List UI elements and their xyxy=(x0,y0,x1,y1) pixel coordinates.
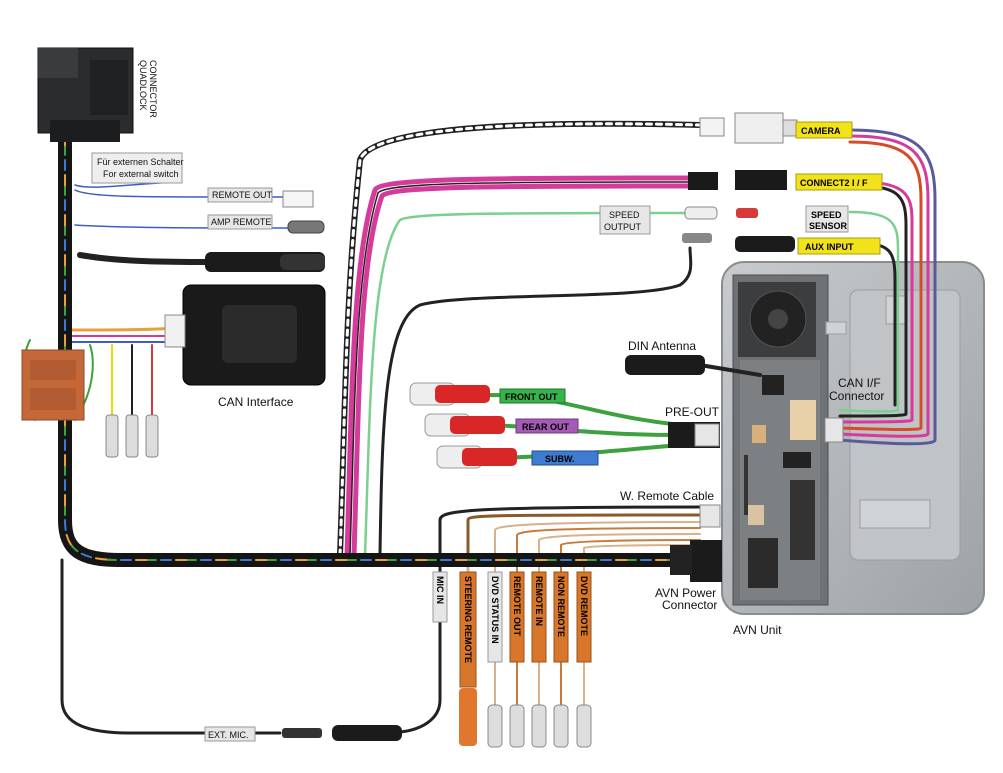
ext-mic-tag: EXT. MIC. xyxy=(208,730,249,740)
quadlock-label-line1: QUADLOCK xyxy=(138,60,148,111)
rca-front: FRONT OUT xyxy=(409,382,566,406)
aux-input-connector: AUX INPUT xyxy=(682,233,881,255)
bottom-pins xyxy=(459,688,592,748)
svg-text:SPEED: SPEED xyxy=(811,210,842,220)
connect2-connector: CONNECT2 I / F xyxy=(688,170,883,191)
svg-text:AVN Power: AVN Power xyxy=(655,586,716,600)
quadlock-connector: QUADLOCK CONNECTOR xyxy=(37,47,158,142)
steering-remote-tag: STEERING REMOTE xyxy=(463,576,473,663)
camera-tag: CAMERA xyxy=(801,126,841,136)
black-connector-inline xyxy=(205,252,325,272)
svg-text:REMOTE OUT: REMOTE OUT xyxy=(212,190,273,200)
w-remote-label: W. Remote Cable xyxy=(620,489,714,503)
svg-text:OUTPUT: OUTPUT xyxy=(604,222,642,232)
svg-text:SPEED: SPEED xyxy=(609,210,640,220)
din-antenna-label: DIN Antenna xyxy=(628,339,696,353)
w-remote-connector: W. Remote Cable xyxy=(620,489,721,528)
dvd-remote-tag: DVD REMOTE xyxy=(579,576,589,636)
can-interface-box: CAN Interface xyxy=(164,284,326,409)
connect2-tag: CONNECT2 I / F xyxy=(800,178,868,188)
mic-in-tag: MIC IN xyxy=(435,576,445,604)
remote-out-vtag: REMOTE OUT xyxy=(512,576,522,637)
iso-connector xyxy=(21,349,85,421)
svg-text:AMP REMOTE: AMP REMOTE xyxy=(211,217,271,227)
can-interface-label: CAN Interface xyxy=(218,395,294,409)
subw-tag: SUBW. xyxy=(545,454,575,464)
front-out-tag: FRONT OUT xyxy=(505,392,558,402)
dvd-status-in-tag: DVD STATUS IN xyxy=(490,576,500,644)
speed-output-connector: SPEED OUTPUT xyxy=(599,205,758,235)
svg-text:QUADLOCK CONNECTOR: QUADLOCK CONNECTOR xyxy=(138,60,158,118)
avn-unit-label: AVN Unit xyxy=(733,623,782,637)
can-if-connector: CAN I/F Connector xyxy=(824,376,884,443)
switch-label-en: For external switch xyxy=(103,169,179,179)
svg-text:Connector: Connector xyxy=(662,598,717,612)
ext-mic: EXT. MIC. xyxy=(204,725,402,742)
amp-remote-tag: AMP REMOTE xyxy=(207,214,325,234)
quadlock-label-line2: CONNECTOR xyxy=(148,60,158,118)
remote-in-tag: REMOTE IN xyxy=(534,576,544,626)
svg-text:CAN I/F: CAN I/F xyxy=(838,376,881,390)
svg-text:SENSOR: SENSOR xyxy=(809,221,848,231)
speed-sensor-tag: SPEED SENSOR xyxy=(805,205,849,233)
spade-pins xyxy=(105,414,159,458)
rca-rear: REAR OUT xyxy=(424,413,579,437)
preout-connectors: PRE-OUT xyxy=(665,405,720,448)
vertical-tags: MIC IN STEERING REMOTE DVD STATUS IN REM… xyxy=(432,571,592,688)
din-antenna: DIN Antenna xyxy=(625,339,705,375)
rear-out-tag: REAR OUT xyxy=(522,422,570,432)
rca-subw: SUBW. xyxy=(436,445,599,469)
avn-power-connector: AVN Power Connector xyxy=(655,540,722,612)
switch-label-de: Für externen Schalter xyxy=(97,157,184,167)
pre-out-label: PRE-OUT xyxy=(665,405,720,419)
avn-unit xyxy=(721,261,985,615)
non-remote-tag: NON REMOTE xyxy=(556,576,566,637)
external-switch-box: Für externen Schalter For external switc… xyxy=(91,152,184,184)
remote-out-tag: REMOTE OUT xyxy=(207,187,314,208)
camera-connector: CAMERA xyxy=(699,112,853,144)
svg-text:Connector: Connector xyxy=(829,389,884,403)
main-harness xyxy=(58,128,707,567)
aux-input-tag: AUX INPUT xyxy=(805,242,854,252)
